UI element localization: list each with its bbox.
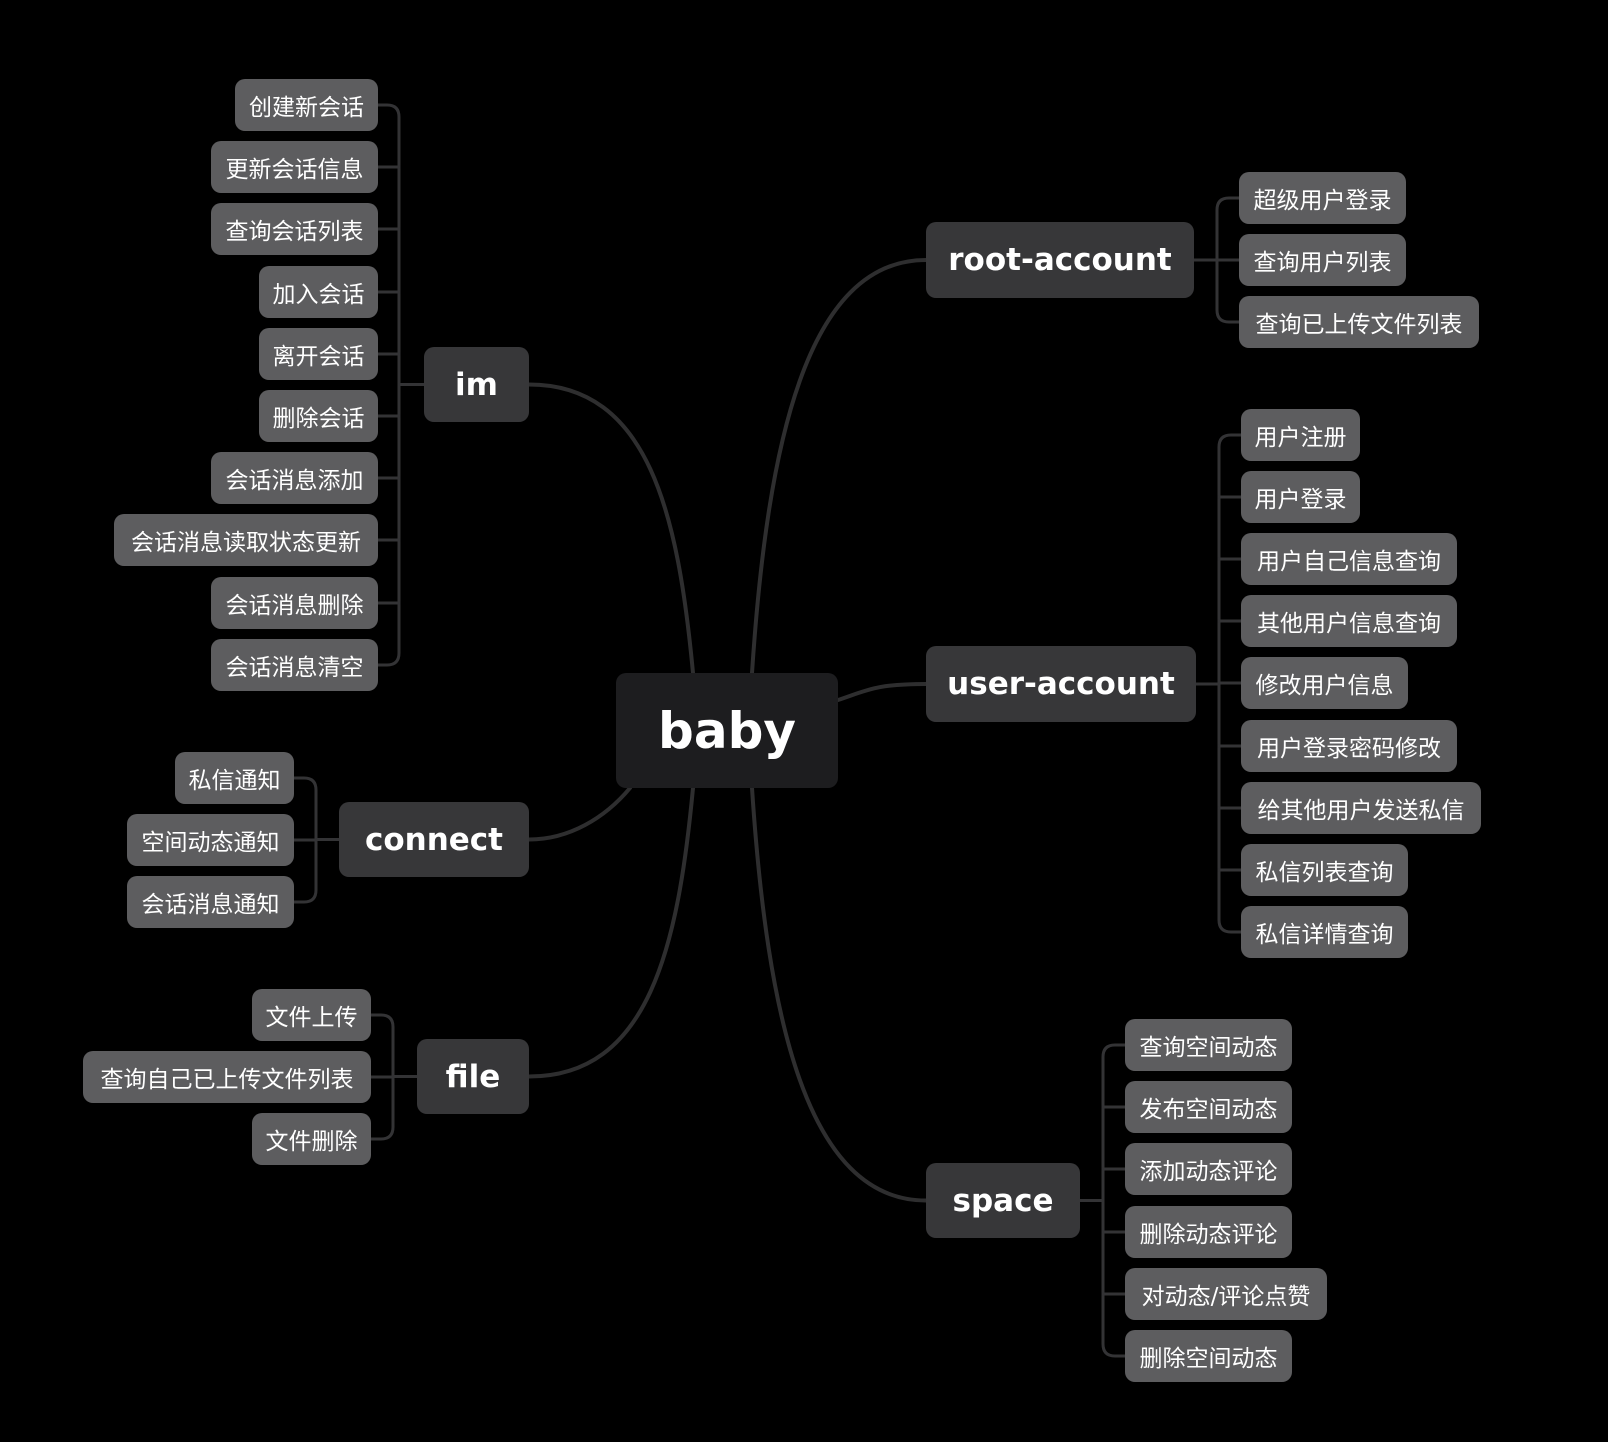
- connector-root-im: [527, 382, 695, 675]
- leaf-file-2[interactable]: 查询自己已上传文件列表: [83, 1051, 371, 1103]
- leaf-im-6[interactable]: 删除会话: [259, 390, 378, 442]
- leaf-im-5[interactable]: 离开会话: [259, 328, 378, 380]
- leaf-connect-1[interactable]: 私信通知: [175, 752, 294, 804]
- leaf-root-account-2[interactable]: 查询用户列表: [1239, 234, 1406, 286]
- leaf-space-5[interactable]: 对动态/评论点赞: [1125, 1268, 1327, 1320]
- leaf-user-account-6[interactable]: 用户登录密码修改: [1241, 720, 1457, 772]
- leaf-im-7[interactable]: 会话消息添加: [211, 452, 378, 504]
- leaf-user-account-1[interactable]: 用户注册: [1241, 409, 1360, 461]
- leaf-file-3[interactable]: 文件删除: [252, 1113, 371, 1165]
- connector-root-file: [527, 786, 695, 1079]
- root-node[interactable]: baby: [616, 673, 838, 788]
- leaf-space-6[interactable]: 删除空间动态: [1125, 1330, 1292, 1382]
- leaf-im-2[interactable]: 更新会话信息: [211, 141, 378, 193]
- leaf-im-3[interactable]: 查询会话列表: [211, 203, 378, 255]
- connector-bracket-im: [376, 103, 401, 667]
- branch-space[interactable]: space: [926, 1163, 1080, 1238]
- branch-root-account[interactable]: root-account: [926, 222, 1194, 298]
- leaf-im-10[interactable]: 会话消息清空: [211, 639, 378, 691]
- leaf-im-8[interactable]: 会话消息读取状态更新: [114, 514, 378, 566]
- leaf-im-4[interactable]: 加入会话: [259, 266, 378, 318]
- leaf-im-1[interactable]: 创建新会话: [235, 79, 378, 131]
- branch-im[interactable]: im: [424, 347, 529, 422]
- branch-user-account[interactable]: user-account: [926, 646, 1196, 722]
- leaf-user-account-4[interactable]: 其他用户信息查询: [1241, 595, 1457, 647]
- connector-root-connect: [527, 786, 632, 842]
- leaf-space-3[interactable]: 添加动态评论: [1125, 1143, 1292, 1195]
- leaf-user-account-3[interactable]: 用户自己信息查询: [1241, 533, 1457, 585]
- leaf-connect-2[interactable]: 空间动态通知: [127, 814, 294, 866]
- leaf-space-2[interactable]: 发布空间动态: [1125, 1081, 1292, 1133]
- leaf-user-account-8[interactable]: 私信列表查询: [1241, 844, 1408, 896]
- leaf-user-account-7[interactable]: 给其他用户发送私信: [1241, 782, 1481, 834]
- leaf-space-4[interactable]: 删除动态评论: [1125, 1206, 1292, 1258]
- leaf-user-account-9[interactable]: 私信详情查询: [1241, 906, 1408, 958]
- branch-connect[interactable]: connect: [339, 802, 529, 877]
- leaf-connect-3[interactable]: 会话消息通知: [127, 876, 294, 928]
- branch-file[interactable]: file: [417, 1039, 529, 1114]
- connector-root-user-account: [836, 682, 928, 702]
- leaf-space-1[interactable]: 查询空间动态: [1125, 1019, 1292, 1071]
- leaf-im-9[interactable]: 会话消息删除: [211, 577, 378, 629]
- connector-root-space: [750, 786, 928, 1203]
- connector-root-root-account: [750, 258, 928, 675]
- leaf-root-account-3[interactable]: 查询已上传文件列表: [1239, 296, 1479, 348]
- connector-bracket-space: [1101, 1043, 1127, 1358]
- leaf-user-account-5[interactable]: 修改用户信息: [1241, 657, 1408, 709]
- leaf-root-account-1[interactable]: 超级用户登录: [1239, 172, 1406, 224]
- leaf-file-1[interactable]: 文件上传: [252, 989, 371, 1041]
- leaf-user-account-2[interactable]: 用户登录: [1241, 471, 1360, 523]
